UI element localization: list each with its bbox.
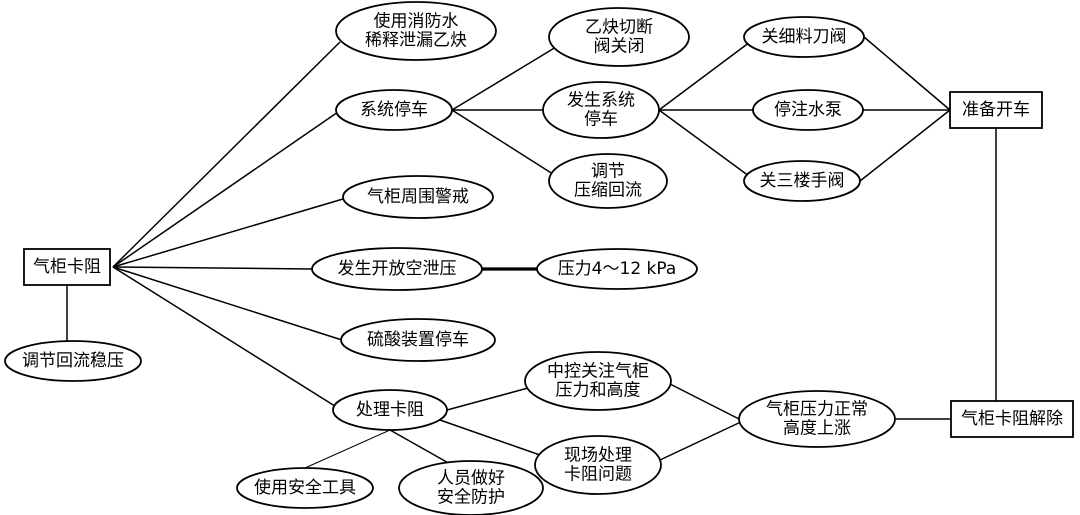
node-shape bbox=[738, 390, 896, 448]
node-close-fine-valve: 关细料刀阀 bbox=[743, 16, 865, 58]
connector-line bbox=[112, 41, 341, 268]
node-label: 关细料刀阀 bbox=[762, 27, 847, 47]
node-label: 气柜周围警戒 bbox=[367, 187, 469, 207]
node-label: 现场处理 bbox=[564, 446, 632, 466]
node-label: 稀释泄漏乙炔 bbox=[365, 31, 467, 51]
node-label: 使用消防水 bbox=[374, 11, 459, 32]
node-shape bbox=[752, 89, 864, 131]
node-label: 乙炔切断 bbox=[585, 18, 653, 38]
node-label: 发生系统 bbox=[567, 91, 635, 111]
node-shape bbox=[534, 435, 662, 495]
connector-line bbox=[669, 383, 742, 421]
node-close-third-valve: 关三楼手阀 bbox=[743, 160, 861, 202]
node-prepare-start: 准备开车 bbox=[949, 91, 1043, 129]
connector-line bbox=[446, 387, 529, 411]
connector-line bbox=[112, 266, 313, 270]
connector-lines bbox=[66, 36, 997, 469]
node-shape bbox=[398, 460, 544, 515]
diagram-nodes: 气柜卡阻调节回流稳压使用消防水稀释泄漏乙炔系统停车气柜周围警戒发生开放空泄压压力… bbox=[4, 1, 1074, 515]
node-label: 压力4～12 kPa bbox=[558, 259, 677, 279]
node-shape bbox=[335, 89, 453, 131]
connector-line bbox=[659, 419, 746, 461]
connector-line bbox=[859, 109, 951, 182]
node-label: 压缩回流 bbox=[574, 181, 642, 201]
node-shape bbox=[236, 467, 374, 509]
node-shape bbox=[311, 247, 483, 291]
node-label: 压力和高度 bbox=[556, 381, 641, 401]
node-shape bbox=[332, 389, 448, 431]
node-shape bbox=[23, 248, 111, 286]
node-label: 卡阻问题 bbox=[564, 465, 632, 485]
node-shape bbox=[524, 351, 672, 411]
node-shape bbox=[536, 248, 698, 290]
node-label: 气柜压力正常 bbox=[766, 400, 868, 420]
node-shape bbox=[949, 91, 1043, 129]
node-shape bbox=[950, 400, 1074, 438]
connector-line bbox=[304, 429, 391, 469]
connector-line bbox=[112, 111, 339, 268]
connector-line bbox=[451, 109, 557, 177]
connector-line bbox=[112, 266, 343, 341]
node-open-vent: 发生开放空泄压 bbox=[311, 247, 483, 291]
node-perimeter-alert: 气柜周围警戒 bbox=[342, 175, 494, 219]
connector-line bbox=[863, 36, 951, 111]
node-shape bbox=[548, 153, 668, 209]
node-label: 气柜卡阻 bbox=[33, 257, 101, 277]
connector-line bbox=[439, 419, 541, 456]
node-shape bbox=[743, 160, 861, 202]
node-stop-pump: 停注水泵 bbox=[752, 89, 864, 131]
node-jam-cleared: 气柜卡阻解除 bbox=[950, 400, 1074, 438]
node-label: 准备开车 bbox=[962, 100, 1030, 120]
node-shape bbox=[340, 318, 496, 362]
connector-line bbox=[658, 38, 755, 111]
node-label: 处理卡阻 bbox=[356, 400, 424, 420]
node-label: 高度上涨 bbox=[783, 419, 851, 439]
node-safety-tools: 使用安全工具 bbox=[236, 467, 374, 509]
connector-line bbox=[658, 109, 754, 180]
connector-line bbox=[389, 429, 453, 466]
node-pressure-value: 压力4～12 kPa bbox=[536, 248, 698, 290]
node-label: 硫酸装置停车 bbox=[367, 330, 469, 350]
node-label: 使用安全工具 bbox=[254, 477, 356, 498]
node-label: 气柜卡阻解除 bbox=[961, 409, 1063, 429]
connector-line bbox=[112, 266, 339, 409]
node-label: 关三楼手阀 bbox=[760, 171, 845, 191]
node-label: 发生开放空泄压 bbox=[338, 259, 457, 279]
node-shape bbox=[548, 7, 690, 67]
node-adjust-reflux: 调节回流稳压 bbox=[4, 340, 142, 382]
node-label: 停车 bbox=[584, 110, 618, 130]
node-label: 调节 bbox=[591, 162, 625, 182]
node-shape bbox=[4, 340, 142, 382]
node-label: 人员做好 bbox=[437, 469, 505, 489]
node-label: 停注水泵 bbox=[774, 100, 842, 120]
node-label: 系统停车 bbox=[360, 100, 428, 120]
node-shape bbox=[542, 81, 660, 139]
node-shape bbox=[342, 175, 494, 219]
node-acid-stop: 硫酸装置停车 bbox=[340, 318, 496, 362]
node-label: 调节回流稳压 bbox=[22, 351, 124, 371]
node-root: 气柜卡阻 bbox=[23, 248, 111, 286]
node-label: 中控关注气柜 bbox=[547, 362, 649, 382]
node-shape bbox=[743, 16, 865, 58]
connector-line bbox=[112, 198, 344, 268]
node-shape bbox=[335, 1, 497, 61]
connector-line bbox=[451, 46, 557, 111]
node-system-stop: 系统停车 bbox=[335, 89, 453, 131]
node-handle-jam: 处理卡阻 bbox=[332, 389, 448, 431]
node-label: 阀关闭 bbox=[594, 37, 645, 57]
node-label: 安全防护 bbox=[437, 488, 505, 508]
